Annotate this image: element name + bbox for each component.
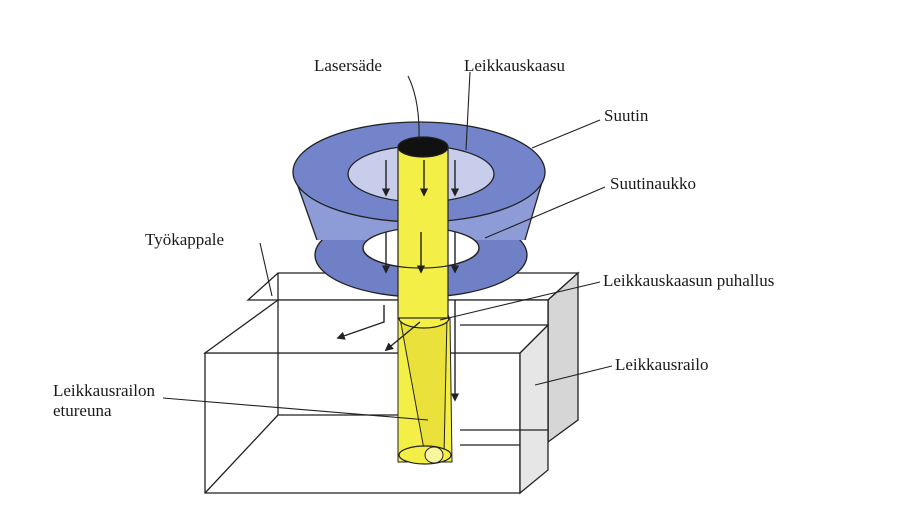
laser-beam: [362, 136, 480, 319]
label-gas-blow: Leikkauskaasun puhallus: [603, 271, 775, 290]
label-kerf: Leikkausrailo: [615, 355, 709, 374]
label-nozzle: Suutin: [604, 106, 649, 125]
leader-lines: [162, 71, 613, 421]
kerf-shaded-face: [547, 271, 579, 444]
label-nozzle-opening: Suutinaukko: [610, 174, 696, 193]
label-workpiece: Työkappale: [145, 230, 225, 249]
label-cutting-gas: Leikkauskaasu: [464, 56, 566, 75]
label-kerf-front-line1: Leikkausrailon: [53, 381, 155, 400]
gas-flow-arrows: [336, 160, 460, 402]
workpiece: [202, 271, 580, 495]
label-kerf-front-line2: etureuna: [53, 401, 112, 420]
label-laser-beam: Lasersäde: [314, 56, 382, 75]
beam-in-kerf: [397, 307, 453, 465]
